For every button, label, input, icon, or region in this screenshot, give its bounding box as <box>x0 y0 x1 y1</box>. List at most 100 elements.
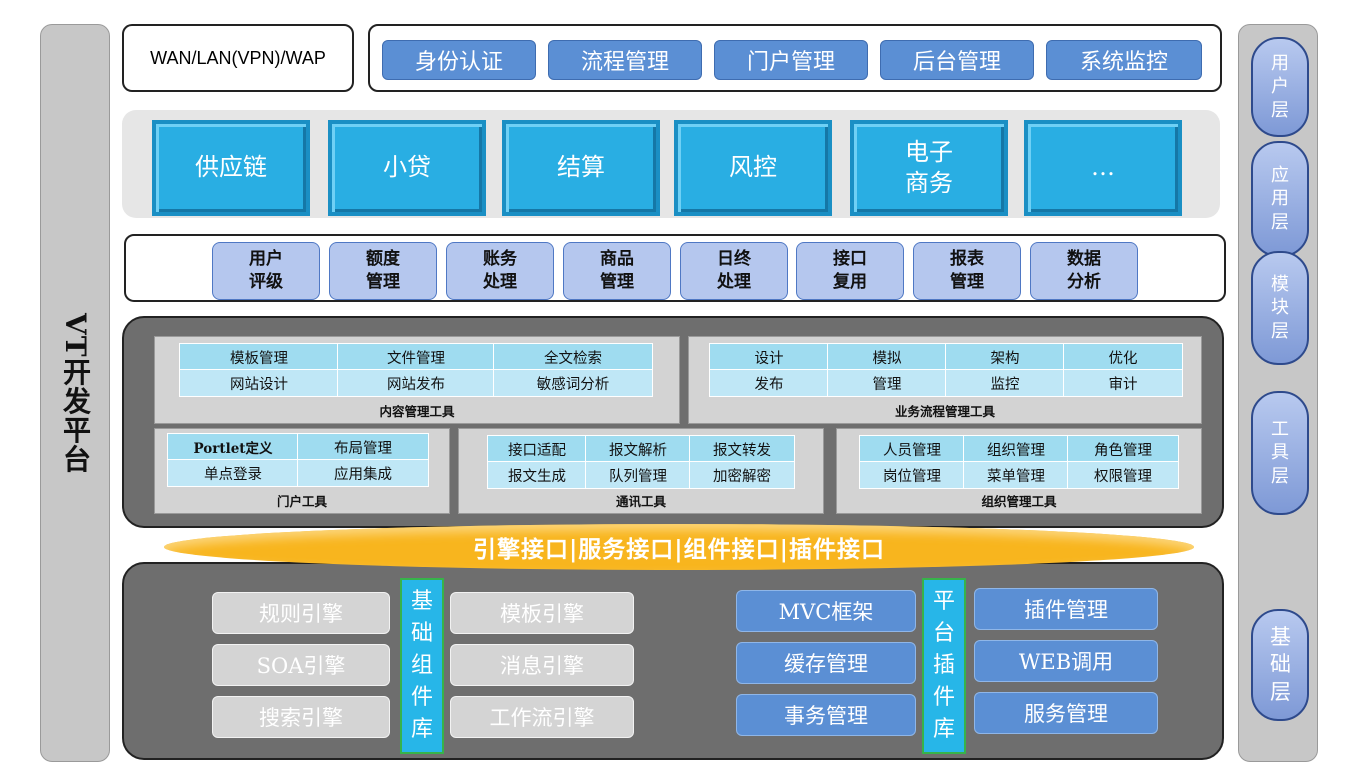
tool-cell: 岗位管理 <box>859 461 965 489</box>
tool-cell: 发布 <box>709 369 829 397</box>
user-item: 系统监控 <box>1046 40 1202 80</box>
portal-tools-box: Portlet定义 布局管理 单点登录 应用集成 门户工具 <box>154 428 450 514</box>
layer-tool-label: 工具层 <box>1271 418 1289 487</box>
app-layer-panel: 供应链 小贷 结算 风控 电子商务 … <box>122 110 1220 218</box>
tool-cell: 优化 <box>1063 343 1183 371</box>
base-layer-panel: 规则引擎 SOA引擎 搜索引擎 基础组件库 模板引擎 消息引擎 工作流引擎 MV… <box>122 562 1224 760</box>
layer-base: 基础层 <box>1251 609 1309 721</box>
tool-cell: 文件管理 <box>337 343 495 371</box>
tool-cell: 布局管理 <box>297 433 429 461</box>
app-tile: 小贷 <box>328 120 486 216</box>
layer-module-label: 模块层 <box>1271 273 1289 342</box>
layer-module: 模块层 <box>1251 251 1309 365</box>
workflow-tools-title: 业务流程管理工具 <box>894 404 995 419</box>
user-item: 流程管理 <box>548 40 702 80</box>
module-item: 商品管理 <box>563 242 671 300</box>
user-layer-panel: 身份认证 流程管理 门户管理 后台管理 系统监控 <box>368 24 1222 92</box>
module-item-label: 接口复用 <box>833 249 867 292</box>
org-tools-title: 组织管理工具 <box>981 494 1057 509</box>
plugin-lib-label: 平台插件库 <box>922 578 966 754</box>
component-lib-text: 基础组件库 <box>410 589 433 742</box>
user-item: 门户管理 <box>714 40 868 80</box>
plugin-item: 插件管理 <box>974 588 1158 630</box>
tools-layer-panel: 模板管理 文件管理 全文检索 网站设计 网站发布 敏感词分析 内容管理工具 设计… <box>122 316 1224 528</box>
interface-bar: 引擎接口|服务接口|组件接口|插件接口 <box>164 524 1194 570</box>
app-tile: 风控 <box>674 120 832 216</box>
interface-label: 引擎接口|服务接口|组件接口|插件接口 <box>472 536 886 563</box>
user-item: 身份认证 <box>382 40 536 80</box>
module-layer-panel: 用户评级 额度管理 账务处理 商品管理 日终处理 接口复用 报表管理 数据分析 <box>124 234 1226 302</box>
tool-cell: 单点登录 <box>167 459 299 487</box>
module-item: 报表管理 <box>913 242 1021 300</box>
tool-cell: 管理 <box>827 369 947 397</box>
tool-cell: 模拟 <box>827 343 947 371</box>
comm-tools-box: 接口适配 报文解析 报文转发 报文生成 队列管理 加密解密 通讯工具 <box>458 428 824 514</box>
tool-cell: 接口适配 <box>487 435 587 463</box>
module-item-label: 商品管理 <box>600 249 634 292</box>
module-item: 日终处理 <box>680 242 788 300</box>
layer-app-label: 应用层 <box>1271 164 1289 233</box>
tool-cell: 敏感词分析 <box>493 369 653 397</box>
tool-cell: 报文解析 <box>585 435 691 463</box>
tool-cell: 队列管理 <box>585 461 691 489</box>
component-lib-label: 基础组件库 <box>400 578 444 754</box>
tool-cell: 架构 <box>945 343 1065 371</box>
layer-user-label: 用户层 <box>1271 52 1289 121</box>
app-tile-label: 电子商务 <box>905 137 953 197</box>
tool-cell: 人员管理 <box>859 435 965 463</box>
tool-cell: 网站设计 <box>179 369 339 397</box>
engine-item: 模板引擎 <box>450 592 634 634</box>
tool-cell: 报文生成 <box>487 461 587 489</box>
module-item: 额度管理 <box>329 242 437 300</box>
user-item: 后台管理 <box>880 40 1034 80</box>
layer-base-label: 基础层 <box>1270 625 1291 704</box>
engine-item: 工作流引擎 <box>450 696 634 738</box>
plugin-item: MVC框架 <box>736 590 916 632</box>
platform-label: VT开发平台 <box>59 312 92 474</box>
plugin-item: 服务管理 <box>974 692 1158 734</box>
network-label: WAN/LAN(VPN)/WAP <box>150 47 326 68</box>
content-tools-box: 模板管理 文件管理 全文检索 网站设计 网站发布 敏感词分析 内容管理工具 <box>154 336 680 424</box>
module-item-label: 额度管理 <box>366 249 400 292</box>
org-tools-box: 人员管理 组织管理 角色管理 岗位管理 菜单管理 权限管理 组织管理工具 <box>836 428 1202 514</box>
engine-item: SOA引擎 <box>212 644 390 686</box>
app-tile: 结算 <box>502 120 660 216</box>
tool-cell: 权限管理 <box>1067 461 1179 489</box>
tool-cell: 加密解密 <box>689 461 795 489</box>
plugin-item: WEB调用 <box>974 640 1158 682</box>
tool-cell: 网站发布 <box>337 369 495 397</box>
tool-cell: 应用集成 <box>297 459 429 487</box>
module-item: 接口复用 <box>796 242 904 300</box>
module-item: 账务处理 <box>446 242 554 300</box>
plugin-item: 事务管理 <box>736 694 916 736</box>
layer-tool: 工具层 <box>1251 391 1309 515</box>
tool-cell: 设计 <box>709 343 829 371</box>
tool-cell: 模板管理 <box>179 343 339 371</box>
app-tile: 电子商务 <box>850 120 1008 216</box>
network-box: WAN/LAN(VPN)/WAP <box>122 24 354 92</box>
module-item-label: 用户评级 <box>249 249 283 292</box>
module-item: 数据分析 <box>1030 242 1138 300</box>
platform-bar: VT开发平台 <box>40 24 110 762</box>
module-item-label: 账务处理 <box>483 249 517 292</box>
layer-user: 用户层 <box>1251 37 1309 137</box>
engine-item: 规则引擎 <box>212 592 390 634</box>
module-item-label: 数据分析 <box>1067 249 1101 292</box>
plugin-item: 缓存管理 <box>736 642 916 684</box>
workflow-tools-box: 设计 模拟 架构 优化 发布 管理 监控 审计 业务流程管理工具 <box>688 336 1202 424</box>
tool-cell: 角色管理 <box>1067 435 1179 463</box>
tool-cell: Portlet定义 <box>167 433 299 461</box>
module-item-label: 日终处理 <box>717 249 751 292</box>
app-tile: … <box>1024 120 1182 216</box>
tool-cell: 菜单管理 <box>963 461 1069 489</box>
comm-tools-title: 通讯工具 <box>615 494 666 509</box>
engine-item: 消息引擎 <box>450 644 634 686</box>
tool-cell: 组织管理 <box>963 435 1069 463</box>
engine-item: 搜索引擎 <box>212 696 390 738</box>
module-item-label: 报表管理 <box>950 249 984 292</box>
tool-cell: 审计 <box>1063 369 1183 397</box>
tool-cell: 报文转发 <box>689 435 795 463</box>
layer-app: 应用层 <box>1251 141 1309 257</box>
plugin-lib-text: 平台插件库 <box>932 589 955 742</box>
content-tools-title: 内容管理工具 <box>379 404 455 419</box>
